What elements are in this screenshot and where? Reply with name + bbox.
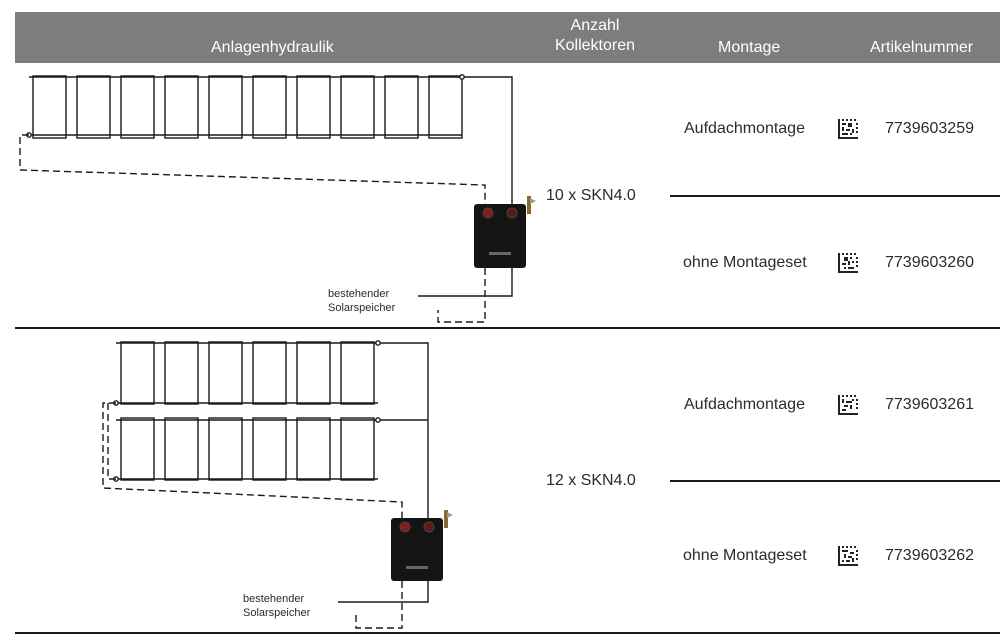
solar-collector-panel [164, 341, 199, 405]
option-divider [670, 195, 1000, 197]
collector-array-row2-top [120, 341, 375, 405]
piping-row1 [26, 74, 513, 297]
solar-collector-panel [340, 75, 375, 139]
storage-label-line2: Solarspeicher [243, 607, 311, 619]
header-anzahl-line1: Anzahl [570, 17, 620, 34]
montage-label: Aufdachmontage [684, 120, 805, 137]
collector-count-row2: 12 x SKN4.0 [546, 472, 636, 489]
article-number: 7739603261 [885, 396, 974, 413]
row-divider [15, 327, 1000, 329]
solar-collector-panel [76, 75, 111, 139]
datamatrix-icon [838, 119, 858, 139]
option-divider [670, 480, 1000, 482]
solar-collector-panel [384, 75, 419, 139]
solar-collector-panel [164, 75, 199, 139]
article-number: 7739603262 [885, 547, 974, 564]
montage-label: ohne Montageset [683, 547, 807, 564]
table-header: Anlagenhydraulik Anzahl Kollektoren Mont… [15, 12, 1000, 63]
header-anlagenhydraulik: Anlagenhydraulik [211, 39, 334, 56]
solar-collector-panel [208, 417, 243, 481]
header-anzahl-line2: Kollektoren [554, 37, 636, 54]
datamatrix-icon [838, 253, 858, 273]
article-number: 7739603260 [885, 254, 974, 271]
montage-label: ohne Montageset [683, 254, 807, 271]
solar-collector-panel [340, 417, 375, 481]
row-divider [15, 632, 1000, 634]
solar-collector-panel [296, 341, 331, 405]
solar-station-row1 [474, 196, 536, 268]
storage-label-line2: Solarspeicher [328, 302, 396, 314]
solar-collector-panel [164, 417, 199, 481]
collector-array-row2-bottom [120, 417, 375, 481]
solar-station-row2 [391, 510, 453, 581]
solar-collector-panel [252, 417, 287, 481]
return-line-row2 [102, 402, 403, 629]
solar-collector-panel [296, 417, 331, 481]
storage-label-row2: bestehender Solarspeicher [243, 592, 310, 620]
header-montage: Montage [718, 39, 781, 56]
solar-collector-panel [208, 75, 243, 139]
montage-label: Aufdachmontage [684, 396, 805, 413]
article-number: 7739603259 [885, 120, 974, 137]
header-anzahl-kollektoren: Anzahl Kollektoren [545, 16, 645, 56]
collector-count-row1: 10 x SKN4.0 [546, 187, 636, 204]
storage-label-line1: bestehender [243, 593, 305, 605]
datamatrix-icon [838, 395, 858, 415]
storage-label-line1: bestehender [328, 288, 390, 300]
solar-collector-panel [252, 341, 287, 405]
datamatrix-icon [838, 546, 858, 566]
storage-label-row1: bestehender Solarspeicher [328, 287, 395, 315]
solar-collector-panel [120, 341, 155, 405]
solar-collector-panel [120, 75, 155, 139]
return-line-row1 [19, 134, 486, 323]
hydraulic-diagram [19, 74, 536, 629]
solar-collector-panel [32, 75, 67, 139]
solar-collector-panel [120, 417, 155, 481]
collector-array-row1 [32, 75, 463, 139]
solar-collector-panel [340, 341, 375, 405]
solar-collector-panel [252, 75, 287, 139]
solar-collector-panel [428, 75, 463, 139]
piping-row2 [113, 340, 429, 603]
solar-collector-panel [208, 341, 243, 405]
header-artikelnummer: Artikelnummer [870, 39, 974, 56]
solar-collector-panel [296, 75, 331, 139]
